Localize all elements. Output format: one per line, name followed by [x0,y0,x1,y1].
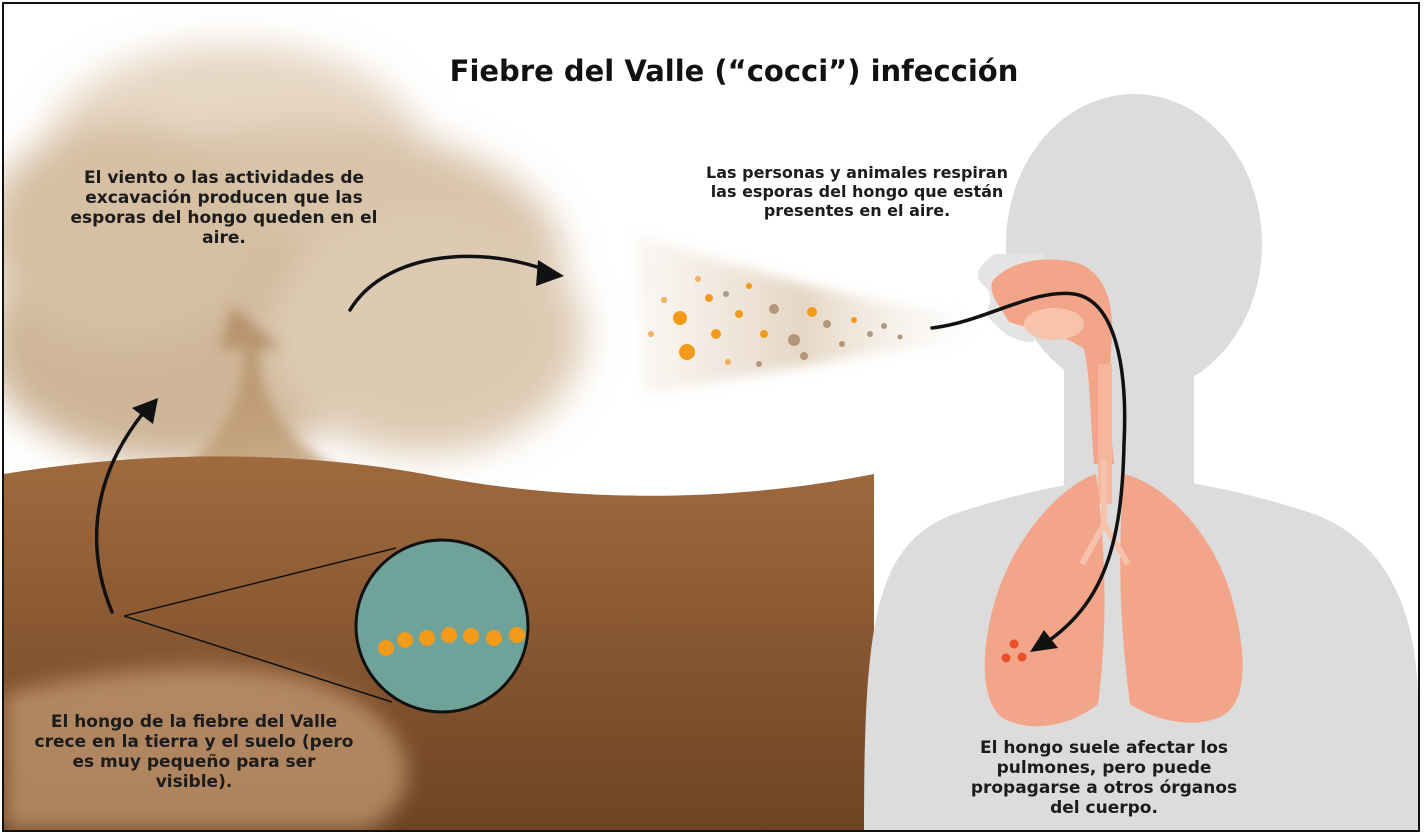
diagram-illustration [4,4,1418,830]
spore-stream [634,234,969,394]
label-fungus-in-soil: El hongo de la fiebre del Valle crece en… [34,712,354,792]
label-breathing-spores: Las personas y animales respiran las esp… [692,164,1022,221]
dust-cloud [4,44,584,464]
diagram-title: Fiebre del Valle (“cocci”) infección [304,54,1164,88]
label-wind-excavation: El viento o las actividades de excavació… [64,168,384,248]
label-lung-infection: El hongo suele afectar los pulmones, per… [954,738,1254,818]
